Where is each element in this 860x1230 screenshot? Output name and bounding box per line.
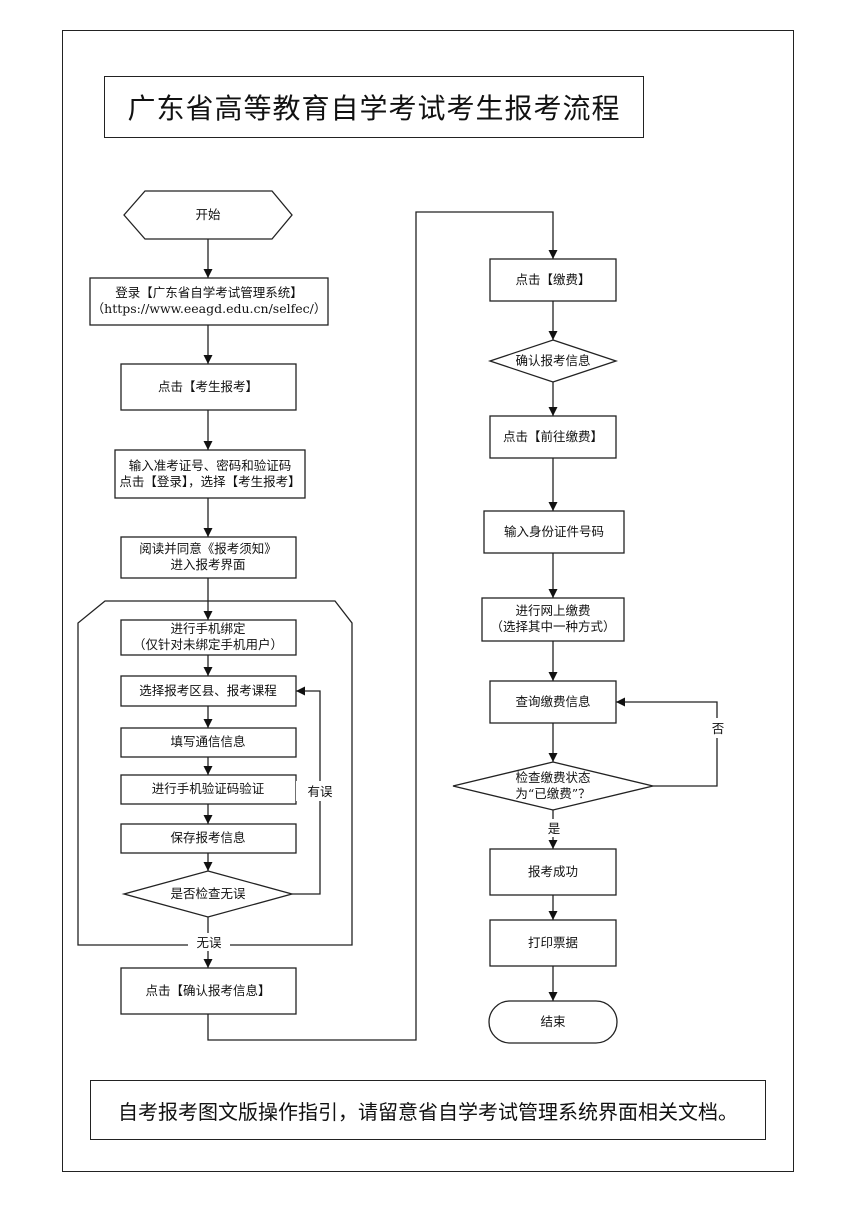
node-check-status: 检查缴费状态为“已缴费”？ xyxy=(452,761,654,811)
svg-text:查询缴费信息: 查询缴费信息 xyxy=(515,694,590,709)
svg-text:进行手机绑定（仅针对未绑定手机用户）: 进行手机绑定（仅针对未绑定手机用户） xyxy=(133,621,283,652)
select-district-line-1: 选择报考区县、报考课程 xyxy=(139,683,277,698)
confirm-info-click-line-1: 点击【确认报考信息】 xyxy=(145,983,270,998)
svg-text:保存报考信息: 保存报考信息 xyxy=(170,830,245,845)
node-query-pay: 查询缴费信息 xyxy=(489,680,617,724)
label-no-error: 无误 xyxy=(196,935,222,950)
edge-confirm-to-pay xyxy=(207,211,558,1041)
query-pay-line-1: 查询缴费信息 xyxy=(515,694,590,709)
svg-text:点击【前往缴费】: 点击【前往缴费】 xyxy=(503,429,603,444)
node-click-pay: 点击【缴费】 xyxy=(489,258,617,302)
login-line-1: 登录【广东省自学考试管理系统】 xyxy=(115,285,303,300)
bind-phone-line-1: 进行手机绑定 xyxy=(170,621,245,636)
node-success: 报考成功 xyxy=(489,848,617,896)
node-goto-pay: 点击【前往缴费】 xyxy=(489,415,617,459)
check-status-line-2: 为“已缴费”？ xyxy=(515,786,590,801)
svg-text:确认报考信息: 确认报考信息 xyxy=(515,353,590,368)
read-agree-line-2: 进入报考界面 xyxy=(170,557,245,572)
verify-phone-line-1: 进行手机验证码验证 xyxy=(152,781,265,796)
svg-text:点击【考生报考】: 点击【考生报考】 xyxy=(158,379,258,394)
svg-text:打印票据: 打印票据 xyxy=(528,935,578,950)
node-verify-phone: 进行手机验证码验证 xyxy=(120,774,297,805)
svg-text:点击【缴费】: 点击【缴费】 xyxy=(515,272,590,287)
click-pay-line-1: 点击【缴费】 xyxy=(515,272,590,287)
node-end: 结束 xyxy=(488,1000,618,1044)
node-confirm-info: 确认报考信息 xyxy=(487,339,619,383)
svg-text:进行网上缴费（选择其中一种方式）: 进行网上缴费（选择其中一种方式） xyxy=(490,603,615,634)
label-bg-no xyxy=(708,718,728,738)
svg-text:输入准考证号、密码和验证码点击【登录】，选择【考生报考】: 输入准考证号、密码和验证码点击【登录】，选择【考生报考】 xyxy=(119,458,300,489)
enter-id-line-1: 输入身份证件号码 xyxy=(504,524,604,539)
svg-text:结束: 结束 xyxy=(540,1014,566,1029)
node-print: 打印票据 xyxy=(489,919,617,967)
check-status-line-1: 检查缴费状态 xyxy=(515,770,590,785)
node-save-info: 保存报考信息 xyxy=(120,823,297,854)
print-line-1: 打印票据 xyxy=(528,935,578,950)
node-select-district: 选择报考区县、报考课程 xyxy=(120,675,297,707)
node-enter-credentials: 输入准考证号、密码和验证码点击【登录】，选择【考生报考】 xyxy=(114,449,306,499)
page-frame xyxy=(62,30,794,1172)
edge-status-no-loop xyxy=(616,697,718,787)
svg-text:进行手机验证码验证: 进行手机验证码验证 xyxy=(152,781,265,796)
node-check-ok: 是否检查无误 xyxy=(121,870,295,918)
svg-text:开始: 开始 xyxy=(195,207,221,222)
label-bg-no-error xyxy=(188,933,230,951)
node-click-exam-apply: 点击【考生报考】 xyxy=(120,363,297,411)
node-online-pay: 进行网上缴费（选择其中一种方式） xyxy=(481,597,625,642)
label-no: 否 xyxy=(712,721,725,736)
svg-text:阅读并同意《报考须知》进入报考界面: 阅读并同意《报考须知》进入报考界面 xyxy=(139,541,277,572)
save-info-line-1: 保存报考信息 xyxy=(170,830,245,845)
svg-text:登录【广东省自学考试管理系统】（https://www.ee: 登录【广东省自学考试管理系统】（https://www.eeagd.edu.cn… xyxy=(92,285,327,316)
start-line-1: 开始 xyxy=(195,207,221,222)
enter-credentials-line-2: 点击【登录】，选择【考生报考】 xyxy=(119,474,300,489)
login-line-2: （https://www.eeagd.edu.cn/selfec/） xyxy=(92,301,327,316)
success-line-1: 报考成功 xyxy=(528,864,578,879)
svg-text:是否检查无误: 是否检查无误 xyxy=(170,886,246,901)
bind-phone-line-2: （仅针对未绑定手机用户） xyxy=(133,637,283,652)
svg-text:点击【确认报考信息】: 点击【确认报考信息】 xyxy=(145,983,270,998)
online-pay-line-1: 进行网上缴费 xyxy=(515,603,590,618)
page-title: 广东省高等教育自学考试考生报考流程 xyxy=(104,76,644,138)
read-agree-line-1: 阅读并同意《报考须知》 xyxy=(139,541,277,556)
node-enter-id: 输入身份证件号码 xyxy=(483,510,625,554)
label-yes: 是 xyxy=(548,821,561,836)
node-login: 登录【广东省自学考试管理系统】（https://www.eeagd.edu.cn… xyxy=(89,277,329,326)
svg-text:输入身份证件号码: 输入身份证件号码 xyxy=(504,524,604,539)
svg-text:填写通信信息: 填写通信信息 xyxy=(170,734,245,749)
node-start: 开始 xyxy=(123,190,293,240)
svg-text:报考成功: 报考成功 xyxy=(528,864,578,879)
label-bg-yes xyxy=(544,819,564,837)
node-bind-phone: 进行手机绑定（仅针对未绑定手机用户） xyxy=(120,619,297,656)
enter-credentials-line-1: 输入准考证号、密码和验证码 xyxy=(129,458,292,473)
footer-note: 自考报考图文版操作指引，请留意省自学考试管理系统界面相关文档。 xyxy=(90,1080,766,1140)
form-loop-container xyxy=(77,600,353,946)
fill-contact-line-1: 填写通信信息 xyxy=(170,734,245,749)
label-has-error: 有误 xyxy=(307,784,333,799)
node-fill-contact: 填写通信信息 xyxy=(120,727,297,758)
check-ok-line-1: 是否检查无误 xyxy=(170,886,246,901)
online-pay-line-2: （选择其中一种方式） xyxy=(490,619,615,634)
svg-text:选择报考区县、报考课程: 选择报考区县、报考课程 xyxy=(139,683,277,698)
node-read-agree: 阅读并同意《报考须知》进入报考界面 xyxy=(120,536,297,579)
node-confirm-info-click: 点击【确认报考信息】 xyxy=(120,967,297,1015)
goto-pay-line-1: 点击【前往缴费】 xyxy=(503,429,603,444)
svg-text:检查缴费状态为“已缴费”？: 检查缴费状态为“已缴费”？ xyxy=(515,770,590,801)
confirm-info-line-1: 确认报考信息 xyxy=(515,353,590,368)
end-line-1: 结束 xyxy=(540,1014,566,1029)
label-bg-has-error xyxy=(296,781,336,801)
click-exam-apply-line-1: 点击【考生报考】 xyxy=(158,379,258,394)
